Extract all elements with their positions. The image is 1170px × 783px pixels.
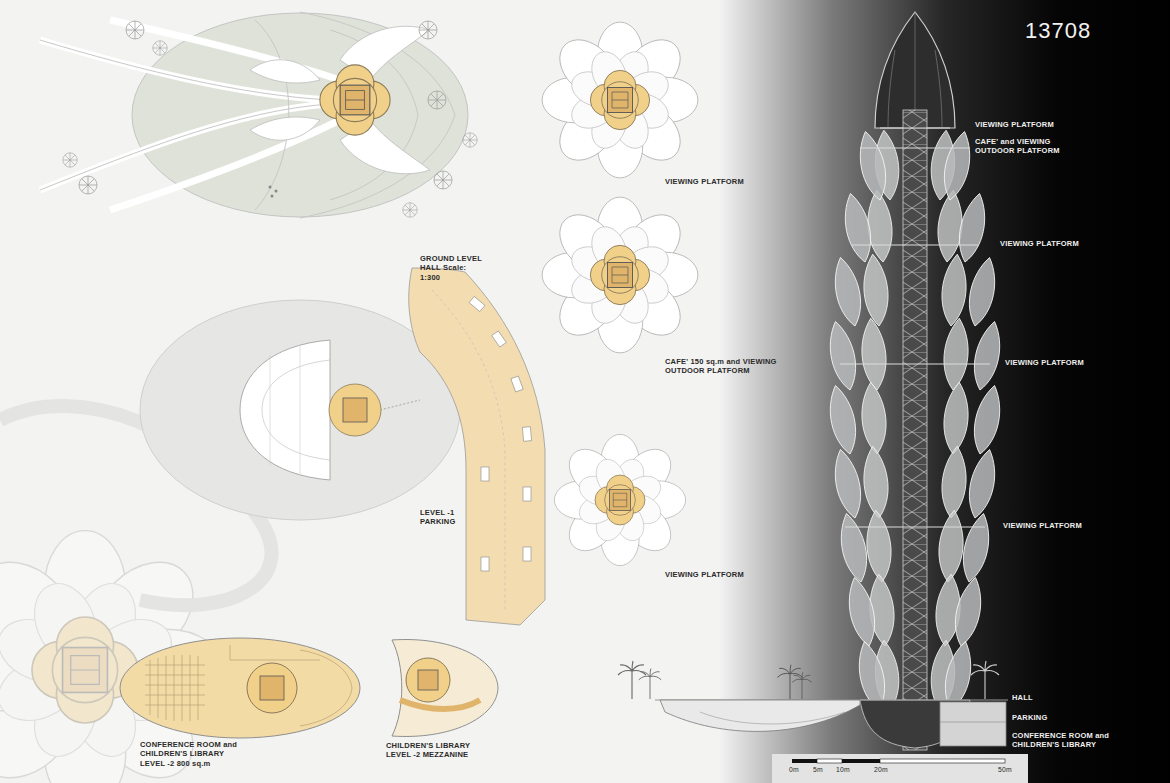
scale-number: 50m — [998, 766, 1028, 774]
section-label: VIEWING PLATFORM — [975, 120, 1085, 129]
ground-section — [618, 661, 1008, 746]
section-background — [720, 0, 1170, 783]
plan-label: CAFE' 150 sq.m and VIEWING OUTDOOR PLATF… — [665, 357, 777, 376]
scale-bar — [772, 754, 1028, 783]
scale-number: 10m — [836, 766, 866, 774]
plan-label: VIEWING PLATFORM — [665, 570, 775, 579]
section-label: CAFE' and VIEWING OUTDOOR PLATFORM — [975, 137, 1085, 156]
mezzanine-plan — [392, 640, 498, 737]
scale-number: 20m — [874, 766, 904, 774]
viewing-platform-plans — [542, 22, 698, 566]
parking-plan — [140, 268, 545, 625]
section-label: VIEWING PLATFORM — [1005, 358, 1115, 367]
plan-label: CHILDREN'S LIBRARY LEVEL -2 MEZZANINE — [386, 741, 491, 760]
section-label: HALL — [1012, 693, 1122, 702]
section-label: VIEWING PLATFORM — [1003, 521, 1113, 530]
level-minus2-plan — [120, 638, 360, 738]
section-label: CONFERENCE ROOM and CHILDREN'S LIBRARY — [1012, 731, 1132, 750]
plan-label: VIEWING PLATFORM — [665, 177, 775, 186]
plan-label: GROUND LEVEL HALL Scale: 1:300 — [420, 254, 482, 282]
plan-label: LEVEL -1 PARKING — [420, 508, 462, 527]
site-plan — [40, 12, 477, 218]
plan-label: CONFERENCE ROOM and CHILDREN'S LIBRARY L… — [140, 740, 250, 768]
section-label: PARKING — [1012, 713, 1122, 722]
entry-number: 13708 — [1025, 18, 1091, 44]
section-label: VIEWING PLATFORM — [1000, 239, 1110, 248]
